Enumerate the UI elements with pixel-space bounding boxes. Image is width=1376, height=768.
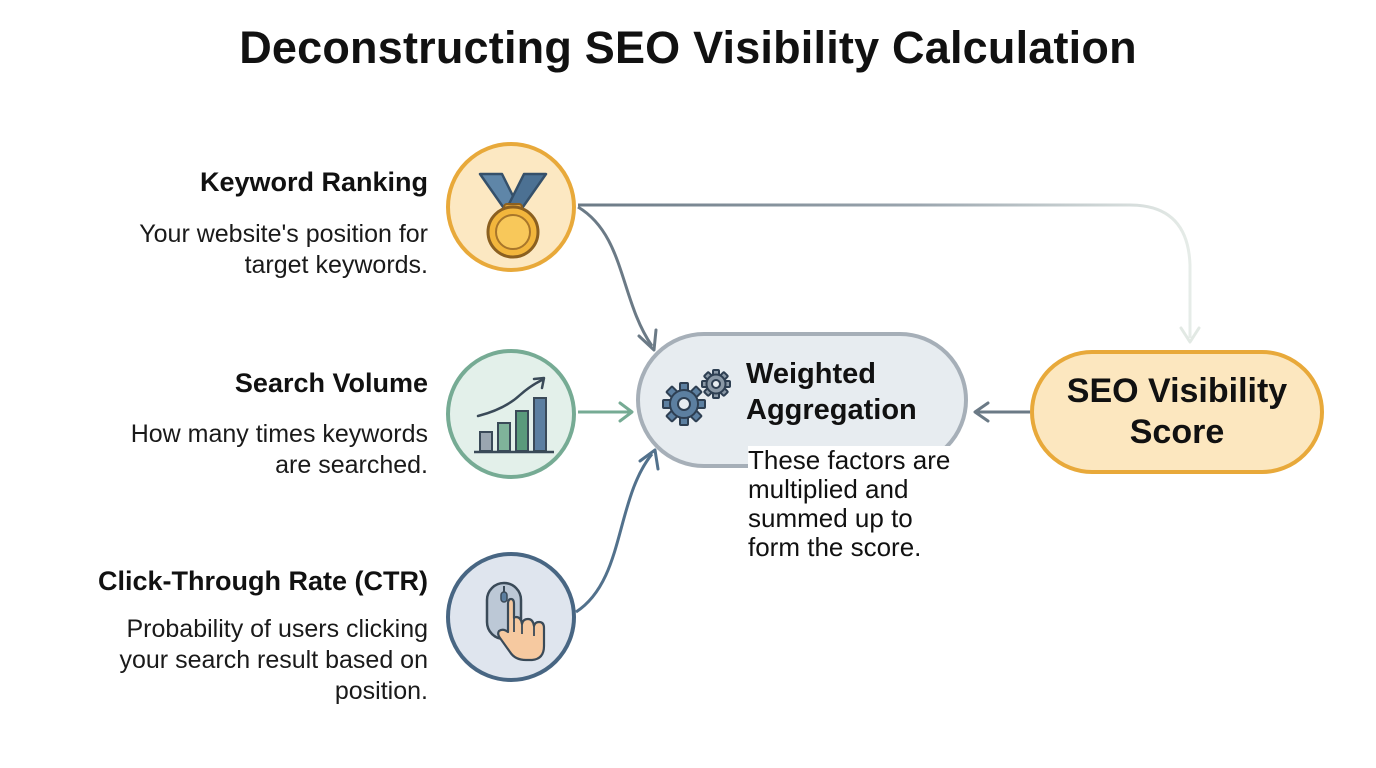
score-label-line: SEO Visibility: [1066, 372, 1288, 410]
desc-line: Your website's position for: [139, 220, 428, 248]
aggregation-note-line: form the score.: [748, 532, 922, 562]
aggregation-note-line: multiplied and: [748, 474, 909, 504]
score-label-line: Score: [1129, 413, 1225, 451]
factor-name-keyword-ranking: Keyword Ranking: [199, 167, 428, 197]
connector-ranking-to-aggregation: [577, 205, 654, 347]
connector-ranking-to-score: [578, 203, 1192, 338]
aggregation-title-line: Weighted: [746, 358, 876, 390]
desc-line: How many times keywords: [130, 420, 428, 448]
connector-ctr-to-aggregation: [575, 453, 654, 614]
ctr-node: [446, 552, 576, 682]
medal-icon: [478, 172, 548, 259]
arrowhead-aggregation-right: [973, 401, 990, 423]
gears-icon: [662, 369, 731, 426]
aggregation-note: These factors are multiplied and summed …: [748, 445, 955, 562]
factor-name-ctr: Click-Through Rate (CTR): [98, 566, 428, 596]
arrowhead-ctr: [638, 448, 660, 471]
arrowhead-score-top: [1179, 326, 1201, 344]
arrowhead-volume: [618, 401, 634, 423]
desc-line: are searched.: [275, 451, 428, 479]
desc-line: position.: [334, 677, 428, 705]
factor-name-search-volume: Search Volume: [234, 368, 428, 398]
aggregation-note-line: summed up to: [748, 503, 913, 533]
seo-visibility-score-node: SEO Visibility Score: [1030, 350, 1324, 474]
page-title: Deconstructing SEO Visibility Calculatio…: [239, 22, 1137, 73]
keyword-ranking-node: [446, 142, 576, 272]
factor-desc-search-volume: How many times keywords are searched.: [131, 419, 428, 481]
desc-line: your search result based on: [119, 646, 428, 674]
arrowhead-ranking: [637, 328, 658, 352]
aggregation-title: Weighted Aggregation: [746, 356, 917, 428]
mouse-click-icon: [485, 581, 546, 662]
aggregation-note-line: These factors are: [748, 445, 951, 475]
desc-line: Probability of users clicking: [126, 615, 428, 643]
score-label: SEO Visibility Score: [1067, 371, 1287, 453]
desc-line: target keywords.: [244, 251, 428, 279]
aggregation-title-line: Aggregation: [746, 394, 917, 426]
factor-desc-keyword-ranking: Your website's position for target keywo…: [139, 219, 428, 281]
bar-chart-growth-icon: [474, 376, 554, 454]
factor-desc-ctr: Probability of users clicking your searc…: [119, 614, 428, 707]
search-volume-node: [446, 349, 576, 479]
